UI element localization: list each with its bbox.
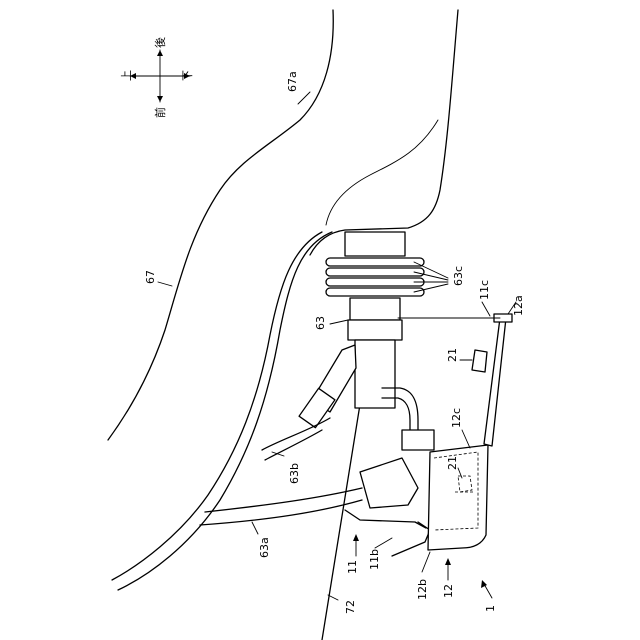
label-21-inner: 21 <box>446 456 459 470</box>
arrow-11-head-icon <box>353 534 359 541</box>
spring-coil-1 <box>326 258 424 266</box>
direction-compass: 上 下 後 前 <box>120 37 194 118</box>
leader-12c <box>462 430 470 448</box>
grommet-21 <box>472 350 487 372</box>
label-12: 12 <box>442 584 455 598</box>
spring-coils-63c <box>326 258 424 296</box>
hose-63b-upper <box>262 418 330 450</box>
direction-down-label: 下 <box>181 70 194 81</box>
hose-63a-upper <box>205 488 362 512</box>
plate-12a <box>484 318 506 446</box>
label-12c: 12c <box>450 408 463 428</box>
arrow-head-front-icon <box>157 96 163 102</box>
hose-63b-lower <box>265 430 322 460</box>
label-12b: 12b <box>416 579 429 600</box>
spring-coil-4 <box>326 288 424 296</box>
leader-11c <box>482 302 490 316</box>
body-cover-67 <box>108 10 333 440</box>
shock-upper-body <box>350 298 400 320</box>
arrow-12-head-icon <box>445 558 451 565</box>
label-11c: 11c <box>478 280 491 300</box>
label-67a: 67a <box>286 71 299 92</box>
bracket-11-outline <box>345 510 426 528</box>
direction-up-label: 上 <box>120 70 133 81</box>
spring-coil-3 <box>326 278 424 286</box>
label-11: 11 <box>346 560 359 574</box>
inner-shell-line-1 <box>118 232 332 590</box>
spring-coil-2 <box>326 268 424 276</box>
hose-end-fitting <box>360 458 418 508</box>
label-63c: 63c <box>452 266 465 286</box>
shock-top-cap <box>345 232 405 256</box>
label-72: 72 <box>344 600 357 614</box>
leader-67 <box>158 282 172 286</box>
label-1: 1 <box>484 605 497 612</box>
arrow-head-rear-icon <box>157 50 163 56</box>
tube-connector <box>402 430 434 450</box>
label-11b: 11b <box>368 549 381 570</box>
direction-rear-label: 後 <box>153 37 167 48</box>
shock-collar <box>348 320 402 340</box>
leader-63a <box>252 522 258 534</box>
seat-inner-line <box>326 120 438 225</box>
leader-12b <box>422 552 430 572</box>
label-63: 63 <box>314 316 327 330</box>
direction-front-label: 前 <box>153 107 167 118</box>
arrow-1-shaft <box>484 584 492 598</box>
label-63a: 63a <box>258 537 271 558</box>
label-12a: 12a <box>512 295 525 316</box>
label-63b: 63b <box>288 463 301 484</box>
label-21-top: 21 <box>446 348 459 362</box>
leader-67a <box>298 92 310 104</box>
label-67: 67 <box>144 270 157 284</box>
leader-11b <box>375 538 392 548</box>
leader-63 <box>330 320 348 324</box>
hose-63a-lower <box>200 500 362 525</box>
